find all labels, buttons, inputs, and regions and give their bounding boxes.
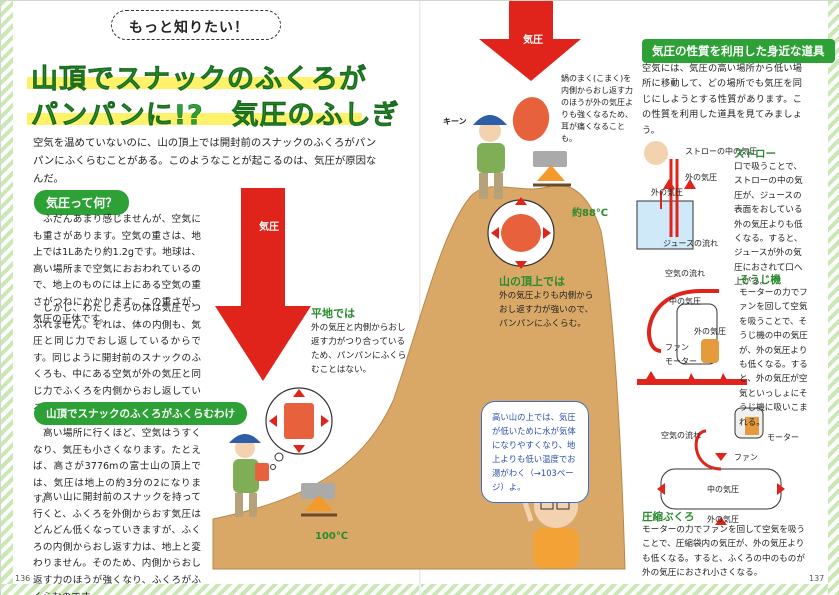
- flat-note-text: 外の気圧と内側からおし返す力がつり合っているため、パンパンにふくらむことはない。: [311, 323, 407, 375]
- section-2-paragraph-1: 高い場所に行くほど、空気はうすくなり、気圧も小さくなります。たとえば、高さが37…: [33, 428, 201, 506]
- kiin-sound: キーン: [443, 117, 467, 126]
- peak-boiling-temp: 約88℃: [572, 208, 609, 219]
- vacuum-tag-fan: ファン: [665, 343, 689, 352]
- vacuum-name: そうじ機: [739, 274, 781, 286]
- compression-bag-diagram: [657, 407, 785, 525]
- section-2-paragraph-2: 高い山に開封前のスナックを持って行くと、ふくろを外側からおす気圧はどんどん低くな…: [33, 492, 201, 595]
- peak-stove-pot: [533, 151, 571, 187]
- top-arrow-label: 気圧: [523, 35, 543, 46]
- page-number-left: 136: [15, 574, 31, 583]
- section-1-paragraph-1: ふだんあまり感じませんが、空気にも重さがあります。空気の重さは、地上では1Lあた…: [33, 214, 201, 325]
- top-pressure-arrow: [479, 1, 581, 81]
- peak-note: 山の頂上では 外の気圧よりも内側からおし返す力が強いので、パンパンにふくらむ。: [499, 275, 599, 331]
- bag-flat-callout: [265, 387, 333, 470]
- straw-tag-outside-pressure-1: 外の気圧: [685, 173, 717, 182]
- title-highlight-1: [27, 77, 347, 89]
- vacuum-tag-air-flow: 空気の流れ: [665, 269, 705, 278]
- page-gutter: [419, 1, 421, 595]
- bag-tag-outside-pressure: 外の気圧: [707, 515, 739, 524]
- vacuum-description: モーターの力でファンを回して空気を吸うことで、そうじ機の中の気圧が、外の気圧より…: [739, 288, 808, 428]
- compression-bag-description: モーターの力でファンを回して空気を吸うことで、圧縮袋内の気圧が、外の気圧よりも低…: [642, 525, 806, 579]
- right-lead-paragraph: 空気には、気圧の高い場所から低い場所に移動して、どの場所でも気圧を同じにしようと…: [642, 63, 802, 136]
- section-heading-why-bag-inflates: 山頂でスナックのふくろがふくらむわけ: [34, 402, 247, 425]
- right-section-heading: 気圧の性質を利用した身近な道具: [642, 39, 835, 63]
- peak-note-text: 外の気圧よりも内側からおし返す力が強いので、パンパンにふくらむ。: [499, 291, 594, 329]
- bag-tag-motor: モーター: [767, 433, 799, 442]
- flat-stove-pot: [301, 483, 337, 517]
- flat-note: 平地では 外の気圧と内側からおし返す力がつり合っているため、パンパンにふくらむこ…: [311, 307, 407, 377]
- straw-tag-outside-pressure-2: 外の気圧: [651, 188, 683, 197]
- left-arrow-label: 気圧: [259, 222, 279, 233]
- vacuum-tag-outside-pressure: 外の気圧: [694, 327, 726, 336]
- page-title-line-2: パンパンに!? 気圧のふしぎ: [31, 100, 400, 132]
- straw-diagram: [636, 141, 696, 250]
- bag-tag-fan: ファン: [734, 453, 758, 462]
- straw-name: ストロー: [734, 148, 776, 160]
- peak-note-title: 山の頂上では: [499, 275, 565, 288]
- left-pressure-arrow: [215, 188, 311, 381]
- ear-pressure-note: 鍋のまく(こまく)を内側からおし返す力のほうが外の気圧よりも強くなるため、耳が痛…: [561, 74, 633, 143]
- page-number-right: 137: [809, 574, 825, 583]
- boiling-speech-bubble: 高い山の上では、気圧が低いために水が気体になりやすくなり、地上よりも低い温度でお…: [481, 401, 589, 503]
- kicker-label: もっと知りたい！: [129, 20, 249, 36]
- bag-tag-air-flow: 空気の流れ: [661, 431, 701, 440]
- straw-tag-juice-flow: ジュースの流れ: [663, 239, 719, 248]
- section-heading-what-is-pressure: 気圧って何？: [34, 190, 130, 215]
- intro-paragraph: 空気を温めていないのに、山の頂上では開封前のスナックのふくろがパンパンにふくらむ…: [33, 137, 377, 185]
- vacuum-diagram: [637, 289, 747, 385]
- flat-note-title: 平地では: [311, 307, 355, 320]
- straw-tag-inside-pressure: ストローの中の気圧: [685, 147, 757, 156]
- compression-bag-name: 圧縮ぶくろ: [642, 511, 695, 523]
- kicker-bubble: [111, 10, 281, 40]
- flat-hiker-figure: [229, 434, 269, 517]
- flat-boiling-temp: 100℃: [315, 531, 348, 542]
- bag-tag-inside-pressure: 中の気圧: [707, 485, 739, 494]
- right-border-stripe: [828, 1, 839, 595]
- page-title-line-1: 山頂でスナックのふくろが: [31, 64, 367, 96]
- bag-peak-callout: [487, 197, 555, 269]
- peak-hiker-figure: [473, 97, 550, 199]
- left-border-stripe: [1, 1, 13, 595]
- straw-description: 口で吸うことで、ストローの中の気圧が、ジュースの表面をおしている外の気圧よりも低…: [734, 162, 803, 288]
- vacuum-tag-motor: モーター: [665, 357, 697, 366]
- title-highlight-2: [27, 113, 362, 125]
- vacuum-tag-inside-pressure: 中の気圧: [669, 297, 701, 306]
